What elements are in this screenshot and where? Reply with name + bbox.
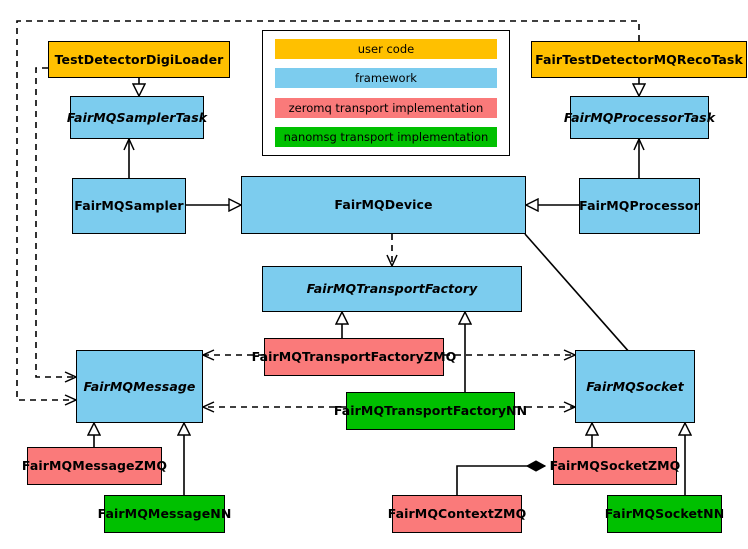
class-box-fairmq-message-zmq[interactable]: FairMQMessageZMQ bbox=[22, 447, 167, 485]
class-box-fairmq-processor-task[interactable]: FairMQProcessorTask bbox=[564, 96, 715, 139]
class-box-fairmq-sampler[interactable]: FairMQSampler bbox=[72, 178, 186, 234]
legend-item-nanomsg: nanomsg transport implementation bbox=[275, 126, 497, 147]
class-box-fairmq-socket-nn[interactable]: FairMQSocketNN bbox=[605, 495, 724, 533]
legend-item-zeromq: zeromq transport implementation bbox=[275, 97, 497, 118]
class-box-fairmq-transport-factory[interactable]: FairMQTransportFactory bbox=[262, 266, 522, 312]
class-box-fairmq-transport-factory-zmq[interactable]: FairMQTransportFactoryZMQ bbox=[252, 338, 456, 376]
edge-contextzmq-to-socketzmq bbox=[456, 466, 545, 495]
class-box-fairmq-sampler-task[interactable]: FairMQSamplerTask bbox=[67, 96, 207, 139]
legend-label-nanomsg: nanomsg transport implementation bbox=[283, 129, 489, 144]
class-box-fairmq-socket[interactable]: FairMQSocket bbox=[575, 350, 695, 423]
class-box-fairmq-device[interactable]: FairMQDevice bbox=[241, 176, 526, 234]
legend-label-user-code: user code bbox=[357, 42, 415, 56]
color-legend: user code framework zeromq transport imp… bbox=[262, 30, 510, 156]
class-box-fairmq-socket-zmq[interactable]: FairMQSocketZMQ bbox=[550, 447, 680, 485]
class-box-fairmq-processor[interactable]: FairMQProcessor bbox=[579, 178, 700, 234]
edge-device-to-socket bbox=[524, 233, 640, 364]
class-box-fairmq-message[interactable]: FairMQMessage bbox=[76, 350, 203, 423]
class-box-fairmq-transport-factory-nn[interactable]: FairMQTransportFactoryNN bbox=[334, 392, 527, 430]
class-box-test-detector-digi-loader[interactable]: TestDetectorDigiLoader bbox=[48, 41, 230, 78]
legend-label-zeromq: zeromq transport implementation bbox=[288, 100, 484, 115]
legend-item-user-code: user code bbox=[275, 39, 497, 59]
class-box-fairmq-message-nn[interactable]: FairMQMessageNN bbox=[98, 495, 231, 533]
class-box-fair-test-detector-mq-reco-task[interactable]: FairTestDetectorMQRecoTask bbox=[531, 41, 747, 78]
legend-item-framework: framework bbox=[275, 68, 497, 89]
legend-label-framework: framework bbox=[355, 71, 417, 86]
class-box-fairmq-context-zmq[interactable]: FairMQContextZMQ bbox=[388, 495, 526, 533]
